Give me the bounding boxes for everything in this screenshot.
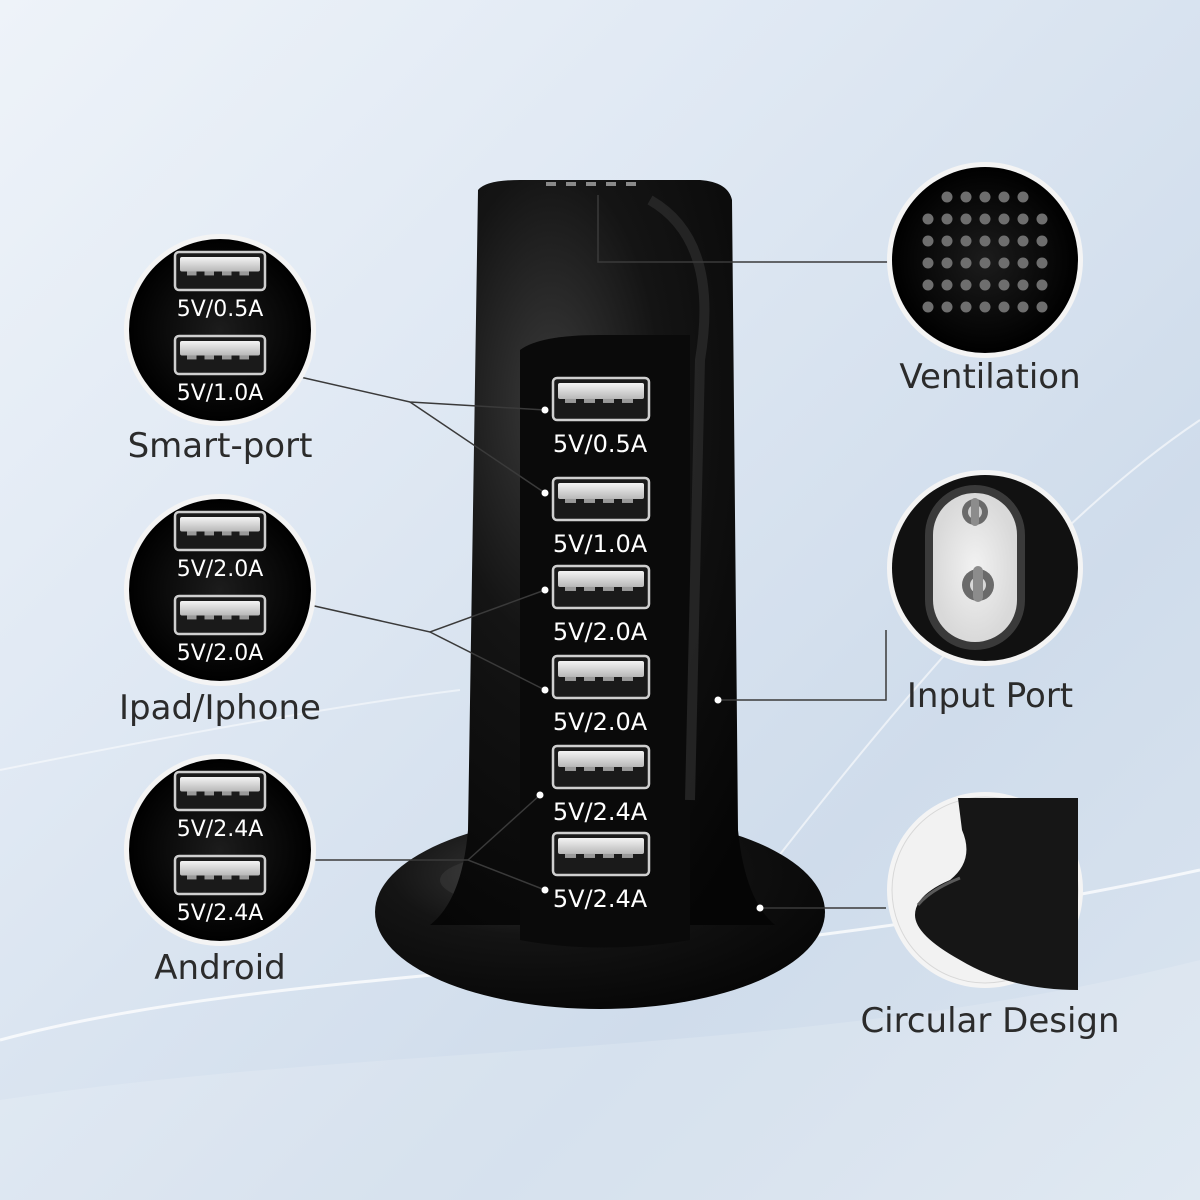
vent-hole — [998, 235, 1010, 247]
tower-port-column: 5V/0.5A 5V/1.0A 5V/2.0A 5V/2.0A 5V/2.4A 5V/2.… — [551, 376, 651, 913]
usb-port-rating: 5V/2.0A — [553, 708, 648, 736]
vent-hole — [922, 301, 934, 313]
vent-hole — [1036, 235, 1048, 247]
zoom-port-rating: 5V/2.0A — [177, 641, 264, 666]
vent-hole — [979, 257, 991, 269]
vent-hole — [998, 279, 1010, 291]
vent-hole — [998, 301, 1010, 313]
input-port-label: Input Port — [906, 676, 1074, 716]
power-input-socket-icon — [925, 485, 1025, 650]
zoom-port-rating: 5V/2.4A — [177, 817, 264, 842]
vent-hole — [960, 235, 972, 247]
callout-lines — [299, 195, 888, 909]
vent-hole — [1036, 213, 1048, 225]
usb-port-rating: 5V/0.5A — [553, 430, 648, 458]
usb-port-rating: 5V/2.4A — [553, 798, 648, 826]
zoom-usb-port: 5V/2.4A — [173, 854, 267, 926]
zoom-usb-port: 5V/1.0A — [173, 334, 267, 406]
usb-port-3: 5V/2.0A — [551, 564, 651, 646]
vent-hole — [979, 191, 991, 203]
usb-port-1: 5V/0.5A — [551, 376, 651, 458]
vent-hole — [998, 257, 1010, 269]
vent-hole — [1036, 257, 1048, 269]
zoom-port-rating: 5V/1.0A — [177, 381, 264, 406]
charger-device: 5V/0.5A 5V/1.0A 5V/2.0A 5V/2.0A 5V/2.4A 5V/2.… — [375, 180, 825, 1009]
smart-port-label: Smart-port — [127, 426, 313, 466]
vent-hole — [1017, 257, 1029, 269]
curved-base-edge-icon — [915, 798, 1078, 990]
vent-hole — [960, 257, 972, 269]
usb-port-4: 5V/2.0A — [551, 654, 651, 736]
usb-port-rating: 5V/2.0A — [553, 618, 648, 646]
vent-hole — [1017, 279, 1029, 291]
left-callout-circles: 5V/0.5A5V/1.0A5V/2.0A5V/2.0A5V/2.4A5V/2.… — [124, 234, 316, 946]
usb-port-2: 5V/1.0A — [551, 476, 651, 558]
zoom-usb-port: 5V/2.0A — [173, 594, 267, 666]
vent-hole — [1017, 191, 1029, 203]
vent-hole — [941, 301, 953, 313]
vent-hole — [960, 213, 972, 225]
zoom-port-rating: 5V/0.5A — [177, 297, 264, 322]
vent-hole — [1017, 235, 1029, 247]
callout-dots — [536, 406, 764, 912]
vent-hole — [960, 191, 972, 203]
ipad-iphone-label: Ipad/Iphone — [119, 688, 321, 728]
zoom-circle-1: 5V/0.5A 5V/1.0A — [124, 234, 316, 426]
zoom-port-rating: 5V/2.4A — [177, 901, 264, 926]
vent-hole — [922, 235, 934, 247]
vent-hole — [922, 279, 934, 291]
vent-hole — [960, 279, 972, 291]
vent-hole — [979, 301, 991, 313]
vent-hole — [979, 235, 991, 247]
usb-port-rating: 5V/1.0A — [553, 530, 648, 558]
top-vent-slots — [546, 182, 636, 186]
zoom-usb-port: 5V/2.4A — [173, 770, 267, 842]
android-label: Android — [154, 948, 286, 988]
usb-port-6: 5V/2.4A — [551, 831, 651, 913]
vent-hole — [1017, 301, 1029, 313]
vent-hole — [941, 279, 953, 291]
circular-design-label: Circular Design — [860, 1001, 1120, 1041]
ventilation-callout — [887, 162, 1083, 358]
usb-port-rating: 5V/2.4A — [553, 885, 648, 913]
vent-hole — [1017, 213, 1029, 225]
vent-hole — [998, 191, 1010, 203]
zoom-circle-2: 5V/2.0A 5V/2.0A — [124, 494, 316, 686]
vent-hole — [941, 191, 953, 203]
zoom-usb-port: 5V/2.0A — [173, 510, 267, 582]
usb-port-5: 5V/2.4A — [551, 744, 651, 826]
circular-design-callout — [887, 792, 1083, 990]
vent-hole — [1036, 301, 1048, 313]
ventilation-label: Ventilation — [899, 357, 1081, 397]
vent-hole — [941, 213, 953, 225]
vent-hole — [941, 257, 953, 269]
zoom-usb-port: 5V/0.5A — [173, 250, 267, 322]
vent-hole — [998, 213, 1010, 225]
vent-hole — [922, 213, 934, 225]
vent-hole — [941, 235, 953, 247]
vent-hole — [979, 279, 991, 291]
input-port-callout — [887, 470, 1083, 666]
vent-hole — [1036, 279, 1048, 291]
zoom-port-rating: 5V/2.0A — [177, 557, 264, 582]
vent-hole — [922, 257, 934, 269]
zoom-circle-3: 5V/2.4A 5V/2.4A — [124, 754, 316, 946]
vent-hole — [960, 301, 972, 313]
vent-hole — [979, 213, 991, 225]
